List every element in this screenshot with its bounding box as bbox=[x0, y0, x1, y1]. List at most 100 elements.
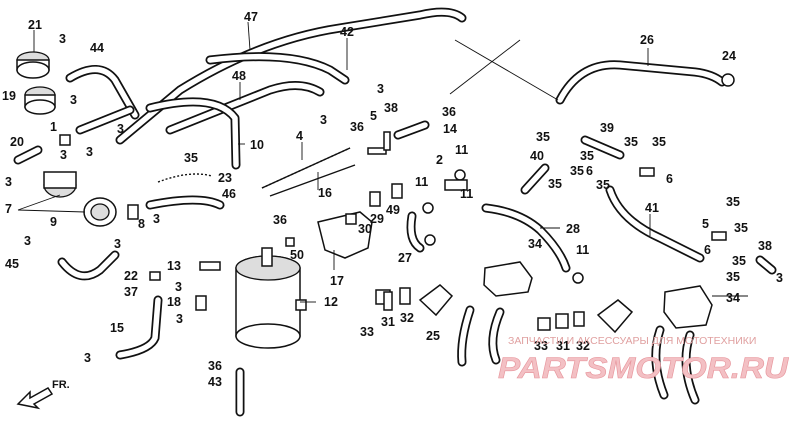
callout-35: 35 bbox=[726, 270, 740, 284]
valve-34b bbox=[663, 285, 713, 329]
callout-9: 9 bbox=[50, 215, 57, 229]
callout-29: 29 bbox=[370, 212, 384, 226]
clamp-25 bbox=[418, 284, 454, 317]
callout-33: 33 bbox=[360, 325, 374, 339]
callout-35: 35 bbox=[734, 221, 748, 235]
callout-4: 4 bbox=[296, 129, 303, 143]
hose-15 bbox=[115, 295, 163, 360]
callout-14: 14 bbox=[443, 122, 457, 136]
front-label: FR. bbox=[52, 379, 70, 391]
callout-32: 32 bbox=[400, 311, 414, 325]
callout-12: 12 bbox=[324, 295, 338, 309]
watermark-brand: PARTSMOTOR.RU bbox=[498, 352, 789, 385]
callout-19: 19 bbox=[2, 89, 16, 103]
callout-6: 6 bbox=[666, 172, 673, 186]
callout-28: 28 bbox=[566, 222, 580, 236]
callout-3: 3 bbox=[60, 148, 67, 162]
callout-3: 3 bbox=[153, 212, 160, 226]
joint-2 bbox=[444, 179, 468, 191]
callout-3: 3 bbox=[320, 113, 327, 127]
callout-11: 11 bbox=[460, 187, 473, 201]
callout-44: 44 bbox=[90, 41, 104, 55]
callout-34: 34 bbox=[726, 291, 740, 305]
callout-10: 10 bbox=[250, 138, 264, 152]
callout-3: 3 bbox=[114, 237, 121, 251]
callout-41: 41 bbox=[645, 201, 659, 215]
callout-35: 35 bbox=[624, 135, 638, 149]
fitting-1 bbox=[59, 134, 71, 146]
callout-50: 50 bbox=[290, 248, 304, 262]
callout-47: 47 bbox=[244, 10, 258, 24]
callout-13: 13 bbox=[167, 259, 181, 273]
fitting-30 bbox=[345, 213, 357, 225]
callout-36: 36 bbox=[442, 105, 456, 119]
hose-47 bbox=[115, 7, 467, 145]
callout-23: 23 bbox=[218, 171, 232, 185]
callout-3: 3 bbox=[175, 280, 182, 294]
callout-18: 18 bbox=[167, 295, 181, 309]
fitting-13 bbox=[199, 261, 221, 271]
callout-2: 2 bbox=[436, 153, 443, 167]
callout-35: 35 bbox=[548, 177, 562, 191]
callout-35: 35 bbox=[184, 151, 198, 165]
callout-6: 6 bbox=[586, 164, 593, 178]
callout-1: 1 bbox=[50, 120, 57, 134]
callout-26: 26 bbox=[640, 33, 654, 47]
parts bbox=[16, 51, 735, 349]
callout-37: 37 bbox=[124, 285, 138, 299]
spring-23 bbox=[157, 173, 213, 183]
callout-38: 38 bbox=[384, 101, 398, 115]
fitting-32b bbox=[573, 311, 585, 327]
callout-43: 43 bbox=[208, 375, 222, 389]
callout-5: 5 bbox=[702, 217, 709, 231]
joint-11b bbox=[422, 202, 434, 214]
callout-48: 48 bbox=[232, 69, 246, 83]
clamp-25b bbox=[596, 299, 634, 334]
fitting-6 bbox=[639, 167, 655, 177]
callout-30: 30 bbox=[358, 222, 372, 236]
valve-34a bbox=[483, 261, 533, 297]
callout-8: 8 bbox=[138, 217, 145, 231]
callouts: 21 3 44 47 42 26 24 19 48 3 3 3 3 20 1 3… bbox=[2, 10, 783, 389]
callout-3: 3 bbox=[5, 175, 12, 189]
callout-16: 16 bbox=[318, 186, 332, 200]
fitting-38a bbox=[383, 131, 391, 151]
callout-45: 45 bbox=[5, 257, 19, 271]
fitting-33b bbox=[537, 317, 551, 331]
grommet-24 bbox=[721, 73, 735, 87]
fitting-6b bbox=[711, 231, 727, 241]
fitting-5 bbox=[367, 147, 387, 155]
callout-3: 3 bbox=[70, 93, 77, 107]
callout-24: 24 bbox=[722, 49, 736, 63]
callout-3: 3 bbox=[86, 145, 93, 159]
front-arrow-icon bbox=[16, 387, 54, 410]
front-direction-indicator: FR. bbox=[16, 379, 70, 410]
callout-25: 25 bbox=[426, 329, 440, 343]
callout-5: 35 bbox=[570, 164, 584, 178]
callout-46: 46 bbox=[222, 187, 236, 201]
callout-49: 49 bbox=[386, 203, 400, 217]
joint-11d bbox=[572, 272, 584, 284]
callout-35: 35 bbox=[536, 130, 550, 144]
callout-6: 6 bbox=[704, 243, 711, 257]
callout-11: 11 bbox=[455, 143, 468, 157]
callout-5: 5 bbox=[370, 109, 377, 123]
fitting-29 bbox=[369, 191, 381, 207]
callout-38: 38 bbox=[758, 239, 772, 253]
bracket-17 bbox=[317, 211, 373, 259]
callout-31: 31 bbox=[556, 339, 570, 353]
callout-3: 3 bbox=[776, 271, 783, 285]
callout-15: 15 bbox=[110, 321, 124, 335]
callout-33: 33 bbox=[534, 339, 548, 353]
callout-3: 3 bbox=[24, 234, 31, 248]
callout-3: 3 bbox=[377, 82, 384, 96]
joint-11a bbox=[454, 169, 466, 181]
fitting-32 bbox=[399, 287, 411, 305]
callout-22: 22 bbox=[124, 269, 138, 283]
callout-35: 35 bbox=[732, 254, 746, 268]
fitting-18 bbox=[195, 295, 207, 311]
hoses bbox=[13, 7, 777, 417]
callout-39: 39 bbox=[600, 121, 614, 135]
fitting-31 bbox=[383, 291, 393, 311]
